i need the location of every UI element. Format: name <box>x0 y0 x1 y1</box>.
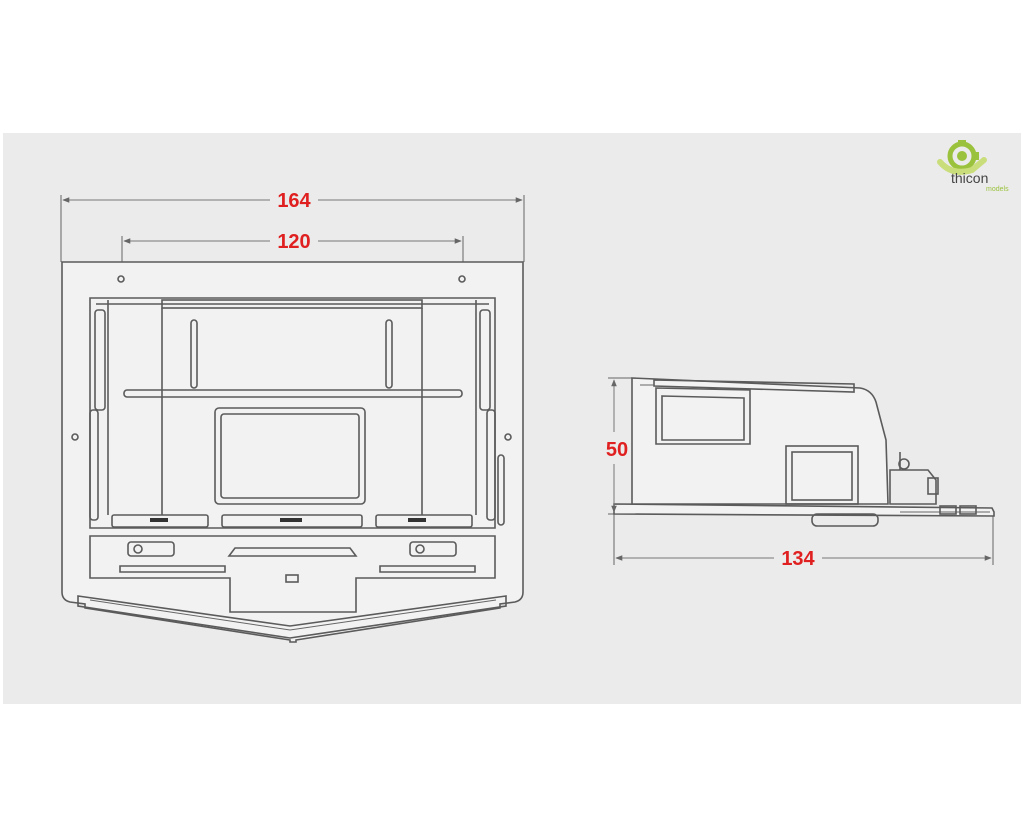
side-view <box>608 377 995 565</box>
dimension-top-width: 164 <box>62 190 523 212</box>
dimension-hole-spacing: 120 <box>123 231 462 253</box>
brand-name: thicon <box>951 170 988 186</box>
dimension-side-length: 134 <box>615 548 992 570</box>
gear-icon <box>937 140 987 175</box>
front-view <box>60 195 525 643</box>
brand-logo: thicon models <box>937 140 1009 193</box>
dimension-label-164: 164 <box>277 190 311 212</box>
dimension-side-height: 50 <box>606 379 628 513</box>
brand-sub: models <box>986 186 1009 193</box>
dimension-label-134: 134 <box>781 548 815 570</box>
dimension-label-120: 120 <box>277 231 310 253</box>
dimension-label-50: 50 <box>606 439 628 461</box>
